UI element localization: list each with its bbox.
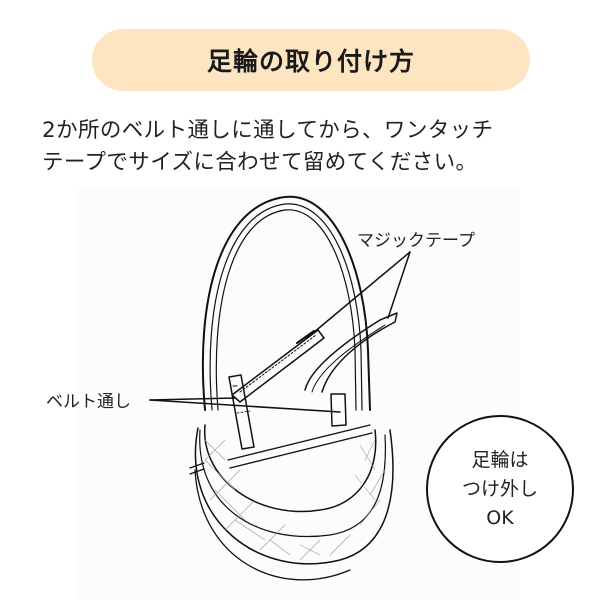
magic-tape-label: マジックテープ xyxy=(357,231,475,251)
badge-line-3: OK xyxy=(486,506,514,529)
instructions-text: 2か所のベルト通しに通してから、ワンタッチ テープでサイズに合わせて留めてくださ… xyxy=(42,115,572,179)
instructions-line-2: テープでサイズに合わせて留めてください。 xyxy=(42,150,478,175)
belt-loop-label: ベルト通し xyxy=(46,392,131,412)
title-banner: 足輪の取り付け方 xyxy=(92,29,530,91)
page-title: 足輪の取り付け方 xyxy=(206,47,415,76)
badge-line-2: つけ外し xyxy=(461,477,538,500)
removable-ok-badge: 足輪は つけ外し OK xyxy=(426,415,574,563)
instructions-line-1: 2か所のベルト通しに通してから、ワンタッチ xyxy=(42,118,494,143)
badge-line-1: 足輪は xyxy=(471,448,529,471)
